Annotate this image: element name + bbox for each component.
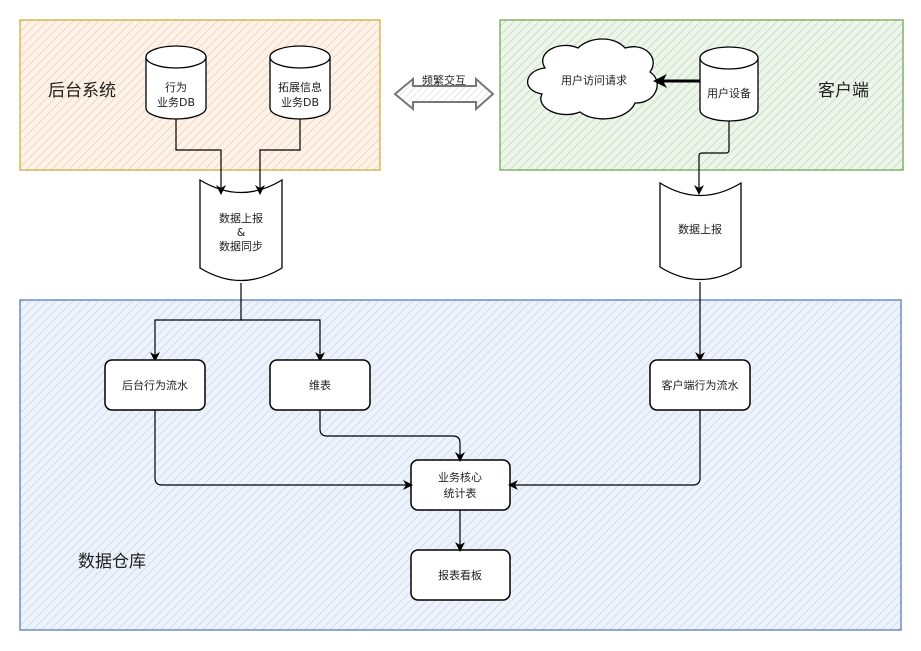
frequent-interaction-label: 频繁交互 [422,73,466,87]
backend-system-label: 后台系统 [48,81,116,101]
extended-info-db-line1: 拓展信息 [278,80,322,94]
backend-report-line2: & [237,226,246,239]
client-flow-box[interactable]: 客户端行为流水 [649,359,751,411]
core-stats-line2: 统计表 [444,486,477,500]
backend-flow-label: 后台行为流水 [122,378,188,392]
dashboard-box[interactable]: 报表看板 [410,549,511,601]
client-flow-to-core-connector [508,410,701,490]
core-stats-box[interactable]: 业务核心 统计表 [410,459,511,511]
user-device-cylinder[interactable]: 用户设备 [699,46,759,122]
extended-info-db-line2: 业务DB [281,96,319,109]
dim-table-to-core-connector [319,410,465,462]
core-stats-line1: 业务核心 [438,470,482,484]
data-warehouse-label: 数据仓库 [78,552,146,572]
backend-flow-to-core-connector [154,410,413,490]
dim-table-label: 维表 [309,378,331,392]
report-to-backend-flow-connector [150,283,242,362]
frequent-interaction-arrow[interactable]: 频繁交互 [393,73,495,112]
backend-report-line1: 数据上报 [219,211,263,225]
user-request-cloud[interactable]: 用户访问请求 [527,38,658,120]
extended-info-db-cylinder[interactable]: 拓展信息 业务DB [269,45,331,120]
client-report-shape[interactable]: 数据上报 [659,181,742,281]
behavior-db-line1: 行为 [165,81,187,94]
report-to-dim-table-connector [241,319,325,362]
backend-flow-box[interactable]: 后台行为流水 [104,359,206,411]
user-device-label: 用户设备 [707,86,751,100]
behavior-db-line2: 业务DB [157,96,195,109]
behavior-db-to-report-connector [175,119,226,195]
ext-db-to-report-connector [255,119,301,195]
user-request-label: 用户访问请求 [561,73,627,87]
dashboard-label: 报表看板 [438,568,482,582]
backend-report-line3: 数据同步 [219,239,263,253]
device-to-client-report-connector [694,121,730,195]
client-label: 客户端 [818,81,869,101]
backend-report-sync-shape[interactable]: 数据上报 & 数据同步 [199,178,283,282]
client-report-label: 数据上报 [678,222,722,236]
behavior-db-cylinder[interactable]: 行为 业务DB [145,45,207,120]
client-flow-label: 客户端行为流水 [662,378,739,392]
dim-table-box[interactable]: 维表 [269,359,371,411]
